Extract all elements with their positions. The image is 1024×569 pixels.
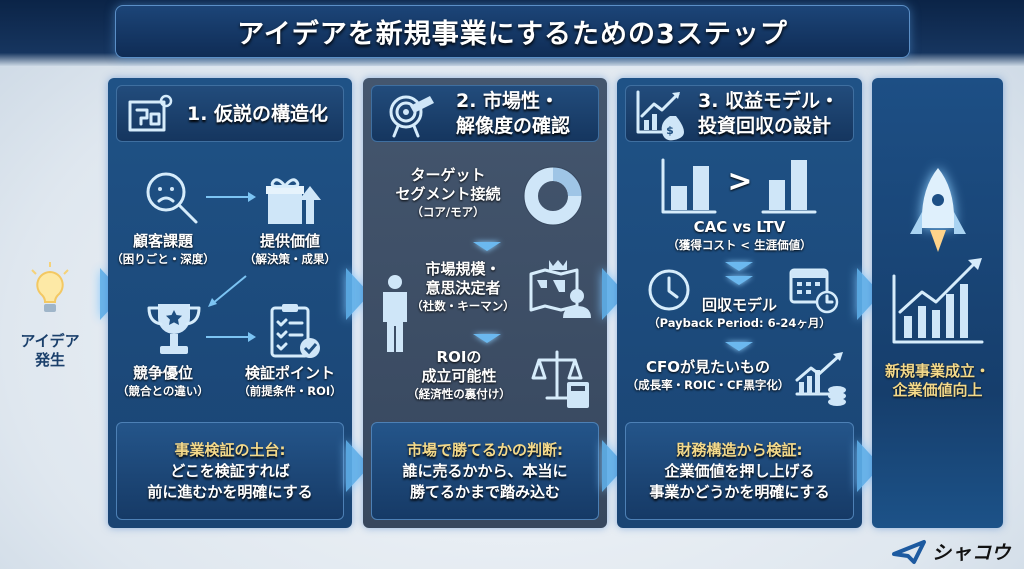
down-arrow (473, 334, 501, 343)
roi-feasibility-label: ROIの 成立可能性 （経済性の裏付け） (391, 348, 527, 402)
brand-logo: シャコウ (892, 538, 1011, 565)
down-arrow (725, 276, 753, 285)
down-arrow (473, 242, 501, 251)
summary-line: 誰に売るかから、本当に (402, 461, 568, 480)
step-3-title: 3. 収益モデル・ 投資回収の設計 (698, 89, 839, 139)
item-title: ROIの (436, 348, 482, 366)
item-title: CAC vs LTV (693, 218, 786, 236)
cfo-wants-label: CFOが見たいもの （成長率・ROIC・CF黒字化） (623, 358, 793, 393)
step-1-header: 1. 仮説の構造化 (116, 85, 344, 142)
growth-chart-coins-icon (795, 352, 846, 406)
summary-line: 事業かどうかを明確にする (649, 482, 830, 501)
brand-name: シャコウ (932, 542, 1012, 564)
item-sub: （前提条件・ROI） (238, 384, 342, 398)
step-3-summary: 財務構造から検証: 企業価値を押し上げる 事業かどうかを明確にする (625, 422, 854, 520)
growth-moneybag-icon: $ (636, 90, 684, 141)
scale-calculator-icon (531, 350, 589, 408)
step-2-title-line2: 解像度の確認 (456, 115, 571, 137)
item-title: 顧客課題 (132, 232, 193, 250)
summary-highlight: 事業検証の土台: (174, 440, 286, 459)
goal-label: 新規事業成立・ 企業価値向上 (872, 362, 1003, 400)
competitive-advantage-label: 競争優位 （競合との違い） (108, 364, 218, 399)
rocket-growth-icon (892, 168, 984, 344)
arrow-diagonal-icon (208, 275, 247, 307)
calendar-clock-icon (789, 268, 839, 314)
summary-highlight: 財務構造から検証: (676, 440, 803, 459)
item-sub: （Payback Period: 6-24ヶ月） (648, 316, 831, 330)
trophy-icon (147, 304, 201, 354)
item-title: 回収モデル (701, 296, 777, 314)
paper-plane-logo-icon (892, 539, 926, 564)
item-sub: （解決策・成果） (244, 252, 336, 266)
item-title: CFOが見たいもの (645, 358, 770, 376)
item-title: ターゲット (410, 166, 486, 184)
item-sub: （経済性の裏付け） (407, 387, 511, 401)
item-title: 検証ポイント (244, 364, 335, 382)
payback-model-label: 回収モデル （Payback Period: 6-24ヶ月） (617, 296, 862, 331)
item-sub: （社数・キーマン） (411, 299, 515, 313)
step-3-title-line2: 投資回収の設計 (698, 115, 832, 137)
title-banner: アイデアを新規事業にするための3ステップ (115, 5, 910, 58)
step-1-title: 1. 仮説の構造化 (187, 103, 329, 125)
goal-line2: 企業価値向上 (892, 381, 983, 399)
item-sub: （コア/モア） (411, 205, 485, 219)
donut-chart-icon (523, 166, 583, 226)
arrow-right-icon (206, 332, 256, 342)
step-2-panel: 2. 市場性・ 解像度の確認 ターゲット セグメント接続 （コア/モア） 市場規… (363, 78, 607, 528)
checklist-icon (270, 304, 320, 358)
idea-label-line1: アイデア (20, 332, 80, 350)
item-title: 競争優位 (132, 364, 193, 382)
bar-compare-icon (661, 158, 817, 214)
item-sub: （獲得コスト < 生涯価値） (667, 238, 812, 252)
summary-line: どこを検証すれば (170, 461, 290, 480)
step-3-panel: $ 3. 収益モデル・ 投資回収の設計 > CAC vs LTV （獲得コスト … (617, 78, 862, 528)
summary-highlight: 市場で勝てるかの判断: (407, 440, 563, 459)
magnifier-sad-face-icon (146, 172, 198, 224)
summary-line: 企業価値を押し上げる (664, 461, 815, 480)
item-sub: （競合との違い） (117, 384, 209, 398)
page-title: アイデアを新規事業にするための3ステップ (237, 19, 788, 50)
item-sub: （成長率・ROIC・CF黒字化） (626, 378, 790, 392)
blueprint-gear-icon (128, 94, 173, 132)
summary-line: 前に進むかを明確にする (147, 482, 313, 501)
lightbulb-icon (31, 262, 69, 312)
target-segment-label: ターゲット セグメント接続 （コア/モア） (373, 166, 523, 220)
step-3-header: $ 3. 収益モデル・ 投資回収の設計 (625, 85, 854, 142)
customer-problem-label: 顧客課題 （困りごと・深度） (108, 232, 218, 267)
step-3-title-line1: 3. 収益モデル・ (698, 90, 840, 112)
step-1-panel: 1. 仮説の構造化 顧客課題 （困りごと・深度） 提供価値 （解決策・成果） 競… (108, 78, 352, 528)
value-proposition-label: 提供価値 （解決策・成果） (234, 232, 346, 267)
validation-points-label: 検証ポイント （前提条件・ROI） (234, 364, 346, 399)
market-size-label: 市場規模・ 意思決定者 （社数・キーマン） (401, 260, 525, 314)
arrow-right-icon (206, 192, 256, 202)
step-1-summary: 事業検証の土台: どこを検証すれば 前に進むかを明確にする (116, 422, 344, 520)
step-2-title-line1: 2. 市場性・ (456, 90, 560, 112)
item-title: 意思決定者 (425, 279, 501, 297)
greater-than-symbol: > (727, 164, 753, 199)
goal-line1: 新規事業成立・ (884, 362, 990, 380)
step-2-header: 2. 市場性・ 解像度の確認 (371, 85, 599, 142)
clock-icon (648, 269, 690, 311)
world-map-person-icon (529, 260, 591, 318)
businessman-icon (383, 275, 407, 352)
summary-line: 勝てるかまで踏み込む (409, 482, 560, 501)
idea-label-line2: 発生 (34, 351, 65, 369)
svg-text:$: $ (666, 124, 674, 137)
step-2-summary: 市場で勝てるかの判断: 誰に売るかから、本当に 勝てるかまで踏み込む (371, 422, 599, 520)
item-title: 提供価値 (259, 232, 320, 250)
down-arrow (725, 342, 753, 351)
idea-label: アイデア 発生 (18, 332, 82, 370)
item-title: 市場規模・ (425, 260, 501, 278)
target-telescope-icon (389, 95, 434, 138)
item-title: セグメント接続 (395, 185, 501, 203)
cac-ltv-label: CAC vs LTV （獲得コスト < 生涯価値） (617, 218, 862, 253)
gift-arrow-up-icon (266, 178, 321, 224)
item-title: 成立可能性 (421, 367, 497, 385)
goal-panel: 新規事業成立・ 企業価値向上 (872, 78, 1003, 528)
down-arrow (725, 262, 753, 271)
step-2-title: 2. 市場性・ 解像度の確認 (456, 89, 570, 139)
item-sub: （困りごと・深度） (111, 252, 215, 266)
